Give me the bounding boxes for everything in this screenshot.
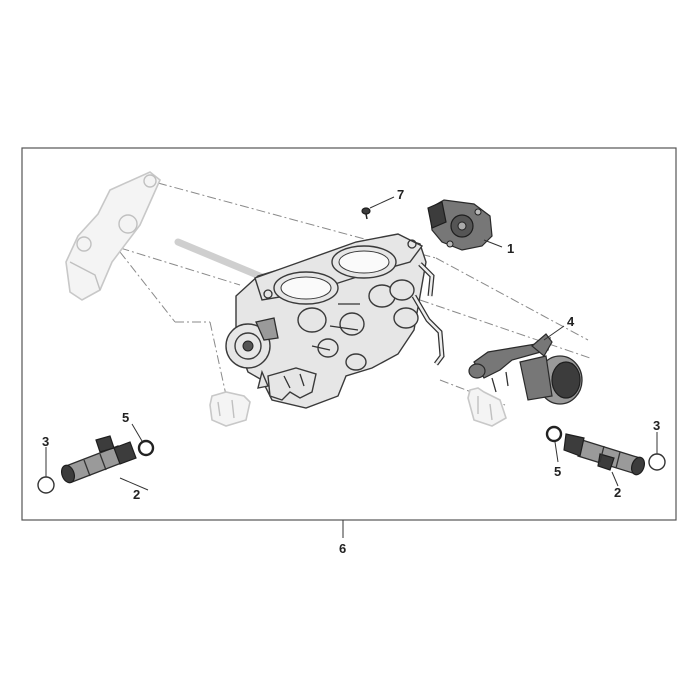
throttle-body — [225, 233, 445, 409]
part-1-throttle-position-sensor — [427, 199, 493, 251]
part-3-o-ring-right — [648, 453, 666, 471]
callout-3-right: 3 — [653, 418, 660, 433]
part-2-injector-left — [60, 435, 137, 484]
ghost-rod — [174, 238, 266, 281]
part-2-injector-right — [563, 433, 646, 476]
kit-frame — [21, 147, 677, 521]
callout-labels: 1 2 2 3 3 4 5 5 6 7 — [42, 187, 660, 556]
part-5-o-ring-right — [545, 425, 563, 443]
callout-5-right: 5 — [554, 464, 561, 479]
callout-6: 6 — [339, 541, 346, 556]
ghost-bracket-left — [209, 391, 251, 427]
ghost-intake-manifold — [65, 171, 161, 301]
ghost-bracket-right — [467, 387, 507, 427]
part-5-o-ring-left — [137, 439, 155, 457]
leader-lines — [45, 196, 658, 538]
callout-2-left: 2 — [133, 487, 140, 502]
callout-4: 4 — [567, 314, 575, 329]
callout-1: 1 — [507, 241, 514, 256]
part-3-o-ring-left — [37, 476, 55, 494]
part-4-actuator-bracket — [468, 333, 583, 405]
callout-5-left: 5 — [122, 410, 129, 425]
callout-2-right: 2 — [614, 485, 621, 500]
callout-7: 7 — [397, 187, 404, 202]
callout-3-left: 3 — [42, 434, 49, 449]
part-7-screw — [361, 207, 371, 220]
